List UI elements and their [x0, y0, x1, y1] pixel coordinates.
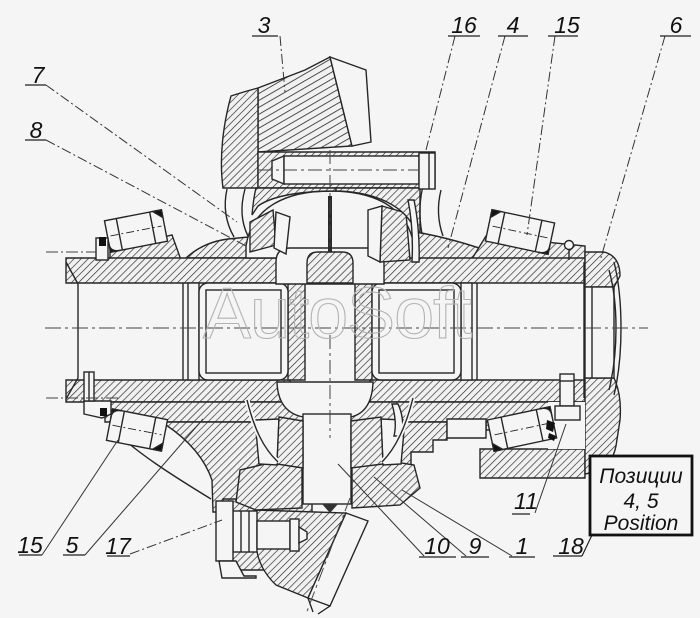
svg-text:3: 3	[258, 12, 271, 38]
svg-text:7: 7	[32, 62, 46, 88]
svg-text:AutoSoft: AutoSoft	[203, 274, 472, 354]
svg-text:15: 15	[17, 532, 43, 558]
svg-text:8: 8	[30, 117, 43, 143]
svg-text:9: 9	[469, 533, 482, 559]
svg-text:16: 16	[451, 12, 477, 38]
svg-text:1: 1	[516, 533, 529, 559]
svg-text:Position: Position	[604, 512, 679, 535]
svg-text:Позиции: Позиции	[599, 465, 683, 488]
svg-text:6: 6	[670, 12, 683, 38]
svg-text:17: 17	[105, 533, 132, 559]
svg-text:4, 5: 4, 5	[623, 490, 658, 513]
svg-text:18: 18	[558, 533, 584, 559]
svg-text:4: 4	[507, 12, 520, 38]
svg-text:5: 5	[66, 532, 79, 558]
svg-text:10: 10	[424, 533, 450, 559]
svg-text:11: 11	[514, 488, 538, 514]
svg-text:15: 15	[554, 12, 580, 38]
